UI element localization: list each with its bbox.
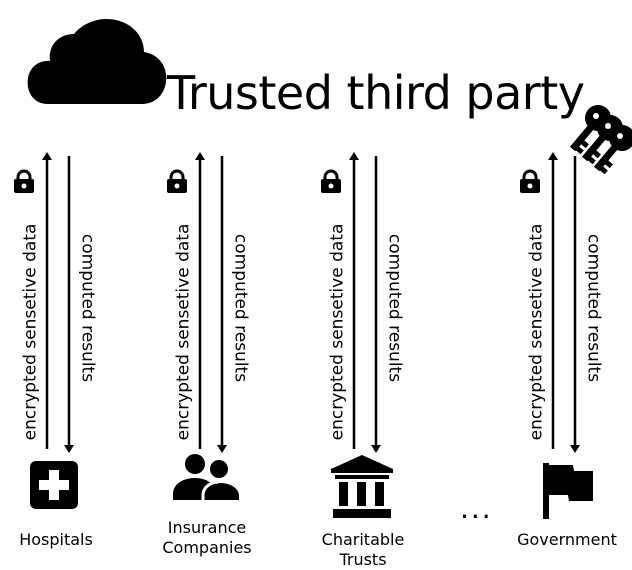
- people-icon: [173, 454, 239, 500]
- entity-label-charitable: Charitable Trusts: [298, 530, 428, 570]
- entity-label-line: Trusts: [339, 550, 387, 569]
- entity-label-line: Insurance: [167, 518, 247, 537]
- encrypted-data-label: encrypted sensetive data: [327, 223, 348, 441]
- encrypted-data-label: encrypted sensetive data: [20, 223, 41, 441]
- computed-results-label: computed results: [77, 233, 98, 383]
- entity-label-line: Companies: [162, 538, 252, 557]
- encrypted-data-label: encrypted sensetive data: [173, 223, 194, 441]
- keys-icon: [569, 105, 632, 175]
- hospital-icon: [30, 461, 78, 509]
- lock-icon: [14, 169, 34, 193]
- entity-label-insurance: Insurance Companies: [142, 518, 272, 558]
- lock-icon: [321, 169, 341, 193]
- lock-icon: [167, 169, 187, 193]
- computed-results-label: computed results: [384, 233, 405, 383]
- cloud-icon: [27, 19, 167, 104]
- more-ellipsis: ...: [460, 492, 493, 525]
- entity-label-line: Charitable: [321, 530, 405, 549]
- building-icon: [331, 455, 393, 518]
- encrypted-data-label: encrypted sensetive data: [526, 223, 547, 441]
- computed-results-label: computed results: [583, 233, 604, 383]
- lock-icon: [520, 169, 540, 193]
- diagram-title: Trusted third party: [167, 66, 585, 120]
- entity-label-hospitals: Hospitals: [19, 530, 93, 549]
- entity-label-government: Government: [517, 530, 617, 549]
- flag-icon: [543, 463, 593, 519]
- computed-results-label: computed results: [230, 233, 251, 383]
